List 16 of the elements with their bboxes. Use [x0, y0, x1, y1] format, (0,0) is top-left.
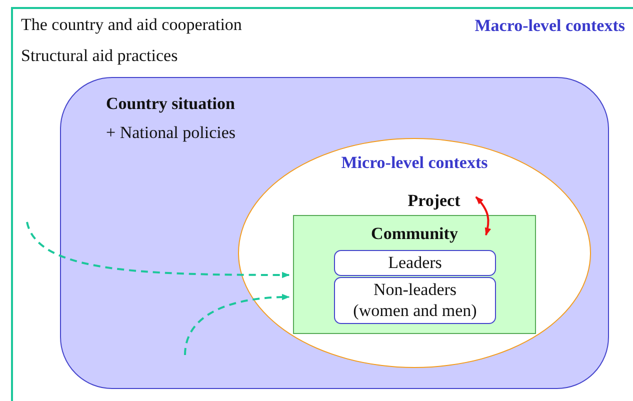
arrow — [475, 196, 491, 236]
arrow — [26, 222, 290, 278]
heading-text: Community — [371, 224, 458, 244]
node-label: Project — [399, 189, 469, 213]
community-box — [293, 215, 536, 334]
body-text: + National policies — [106, 123, 236, 144]
heading-text: Structural aid practices — [21, 46, 178, 66]
heading-text: The country and aid cooperation — [21, 15, 242, 36]
context-box — [60, 77, 609, 389]
context-label: Micro-level contexts — [341, 153, 488, 174]
context-label: Macro-level contexts — [474, 16, 625, 36]
frame-border — [11, 7, 633, 401]
group-box: Non-leaders (women and men) — [334, 277, 496, 324]
group-box: Leaders — [334, 250, 496, 276]
heading-text: Country situation — [106, 94, 235, 114]
arrow — [184, 294, 290, 356]
